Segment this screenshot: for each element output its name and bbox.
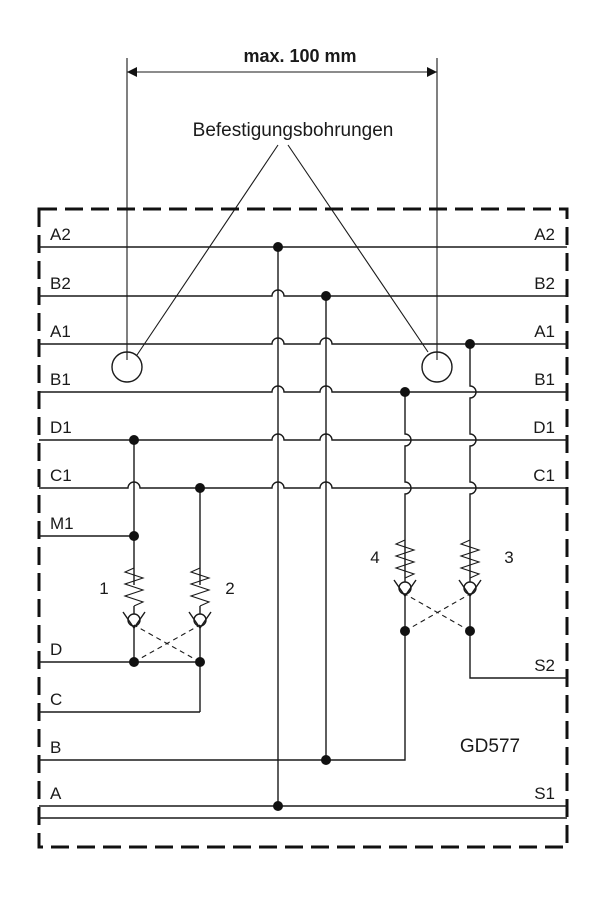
valve-number-2: 2 <box>225 579 234 598</box>
mounting-holes-label: Befestigungsbohrungen <box>193 120 394 141</box>
junction-dot <box>129 435 139 445</box>
port-label-left-b2: B2 <box>50 274 71 293</box>
valve-number-3: 3 <box>504 548 513 567</box>
port-label-left-c1: C1 <box>50 466 72 485</box>
junction-dot <box>465 339 475 349</box>
port-labels-left: A2 B2 A1 B1 D1 C1 <box>50 225 72 485</box>
channel-b2 <box>39 289 567 297</box>
port-labels-right: A2 B2 A1 B1 D1 C1 <box>533 225 555 485</box>
junction-dot <box>195 483 205 493</box>
junction-dot <box>400 626 410 636</box>
check-valve-4 <box>39 539 417 761</box>
mounting-hole-left <box>111 351 143 383</box>
junction-dot <box>465 626 475 636</box>
leader-line-left <box>136 144 279 356</box>
check-valve-2 <box>188 567 212 712</box>
junction-dot <box>400 387 410 397</box>
mounting-holes-annotation: Befestigungsbohrungen <box>111 120 453 383</box>
junction-dot <box>273 242 283 252</box>
channel-s2 <box>469 594 567 679</box>
valve-4-ball <box>398 581 412 595</box>
valve-1-spring <box>123 567 145 607</box>
port-label-right-a1: A1 <box>534 322 555 341</box>
valve-number-4: 4 <box>370 548 379 567</box>
valve-2-ball <box>193 613 207 627</box>
junction-dot <box>321 755 331 765</box>
junction-dots <box>129 242 475 811</box>
valve-3-ball <box>463 581 477 595</box>
port-label-right-c1: C1 <box>533 466 555 485</box>
port-label-left-a1: A1 <box>50 322 71 341</box>
port-channels <box>39 246 567 489</box>
channel-c1 <box>39 481 567 489</box>
port-label-right-b2: B2 <box>534 274 555 293</box>
dimension-label: max. 100 mm <box>243 46 356 66</box>
valve-number-1: 1 <box>99 579 108 598</box>
junction-dot <box>321 291 331 301</box>
dimension-annotation: max. 100 mm <box>126 46 438 360</box>
channel-a1 <box>39 337 567 345</box>
terminal-label-d: D <box>50 640 62 659</box>
terminal-label-s2: S2 <box>534 656 555 675</box>
pilot-lines-left <box>133 624 201 663</box>
channel-b1 <box>39 385 567 393</box>
port-label-right-a2: A2 <box>534 225 555 244</box>
model-label: GD577 <box>460 736 520 757</box>
junction-dot <box>195 657 205 667</box>
terminal-label-s1: S1 <box>534 784 555 803</box>
terminal-label-c: C <box>50 690 62 709</box>
valve-2-spring <box>189 567 211 607</box>
check-valve-3 <box>458 539 567 679</box>
port-label-left-a2: A2 <box>50 225 71 244</box>
channel-d1 <box>39 433 567 441</box>
valve-4-spring <box>394 539 416 579</box>
channel-b <box>39 594 406 761</box>
pilot-lines-right <box>404 593 471 632</box>
terminal-label-a: A <box>50 784 62 803</box>
terminal-label-b: B <box>50 738 61 757</box>
junction-dot <box>129 531 139 541</box>
port-label-left-b1: B1 <box>50 370 71 389</box>
junction-dot <box>273 801 283 811</box>
port-label-right-b1: B1 <box>534 370 555 389</box>
valve-1-ball <box>127 613 141 627</box>
valve-4-supply-line <box>404 392 412 582</box>
port-label-right-d1: D1 <box>533 418 555 437</box>
check-valve-1 <box>122 567 146 662</box>
port-label-left-d1: D1 <box>50 418 72 437</box>
junction-dot <box>129 657 139 667</box>
valve-3-spring <box>459 539 481 579</box>
leader-line-right <box>287 144 429 353</box>
terminal-label-m1: M1 <box>50 514 74 533</box>
manifold-block-outline <box>37 207 569 849</box>
mounting-hole-right <box>421 351 453 383</box>
valve-3-supply-line <box>469 344 477 582</box>
